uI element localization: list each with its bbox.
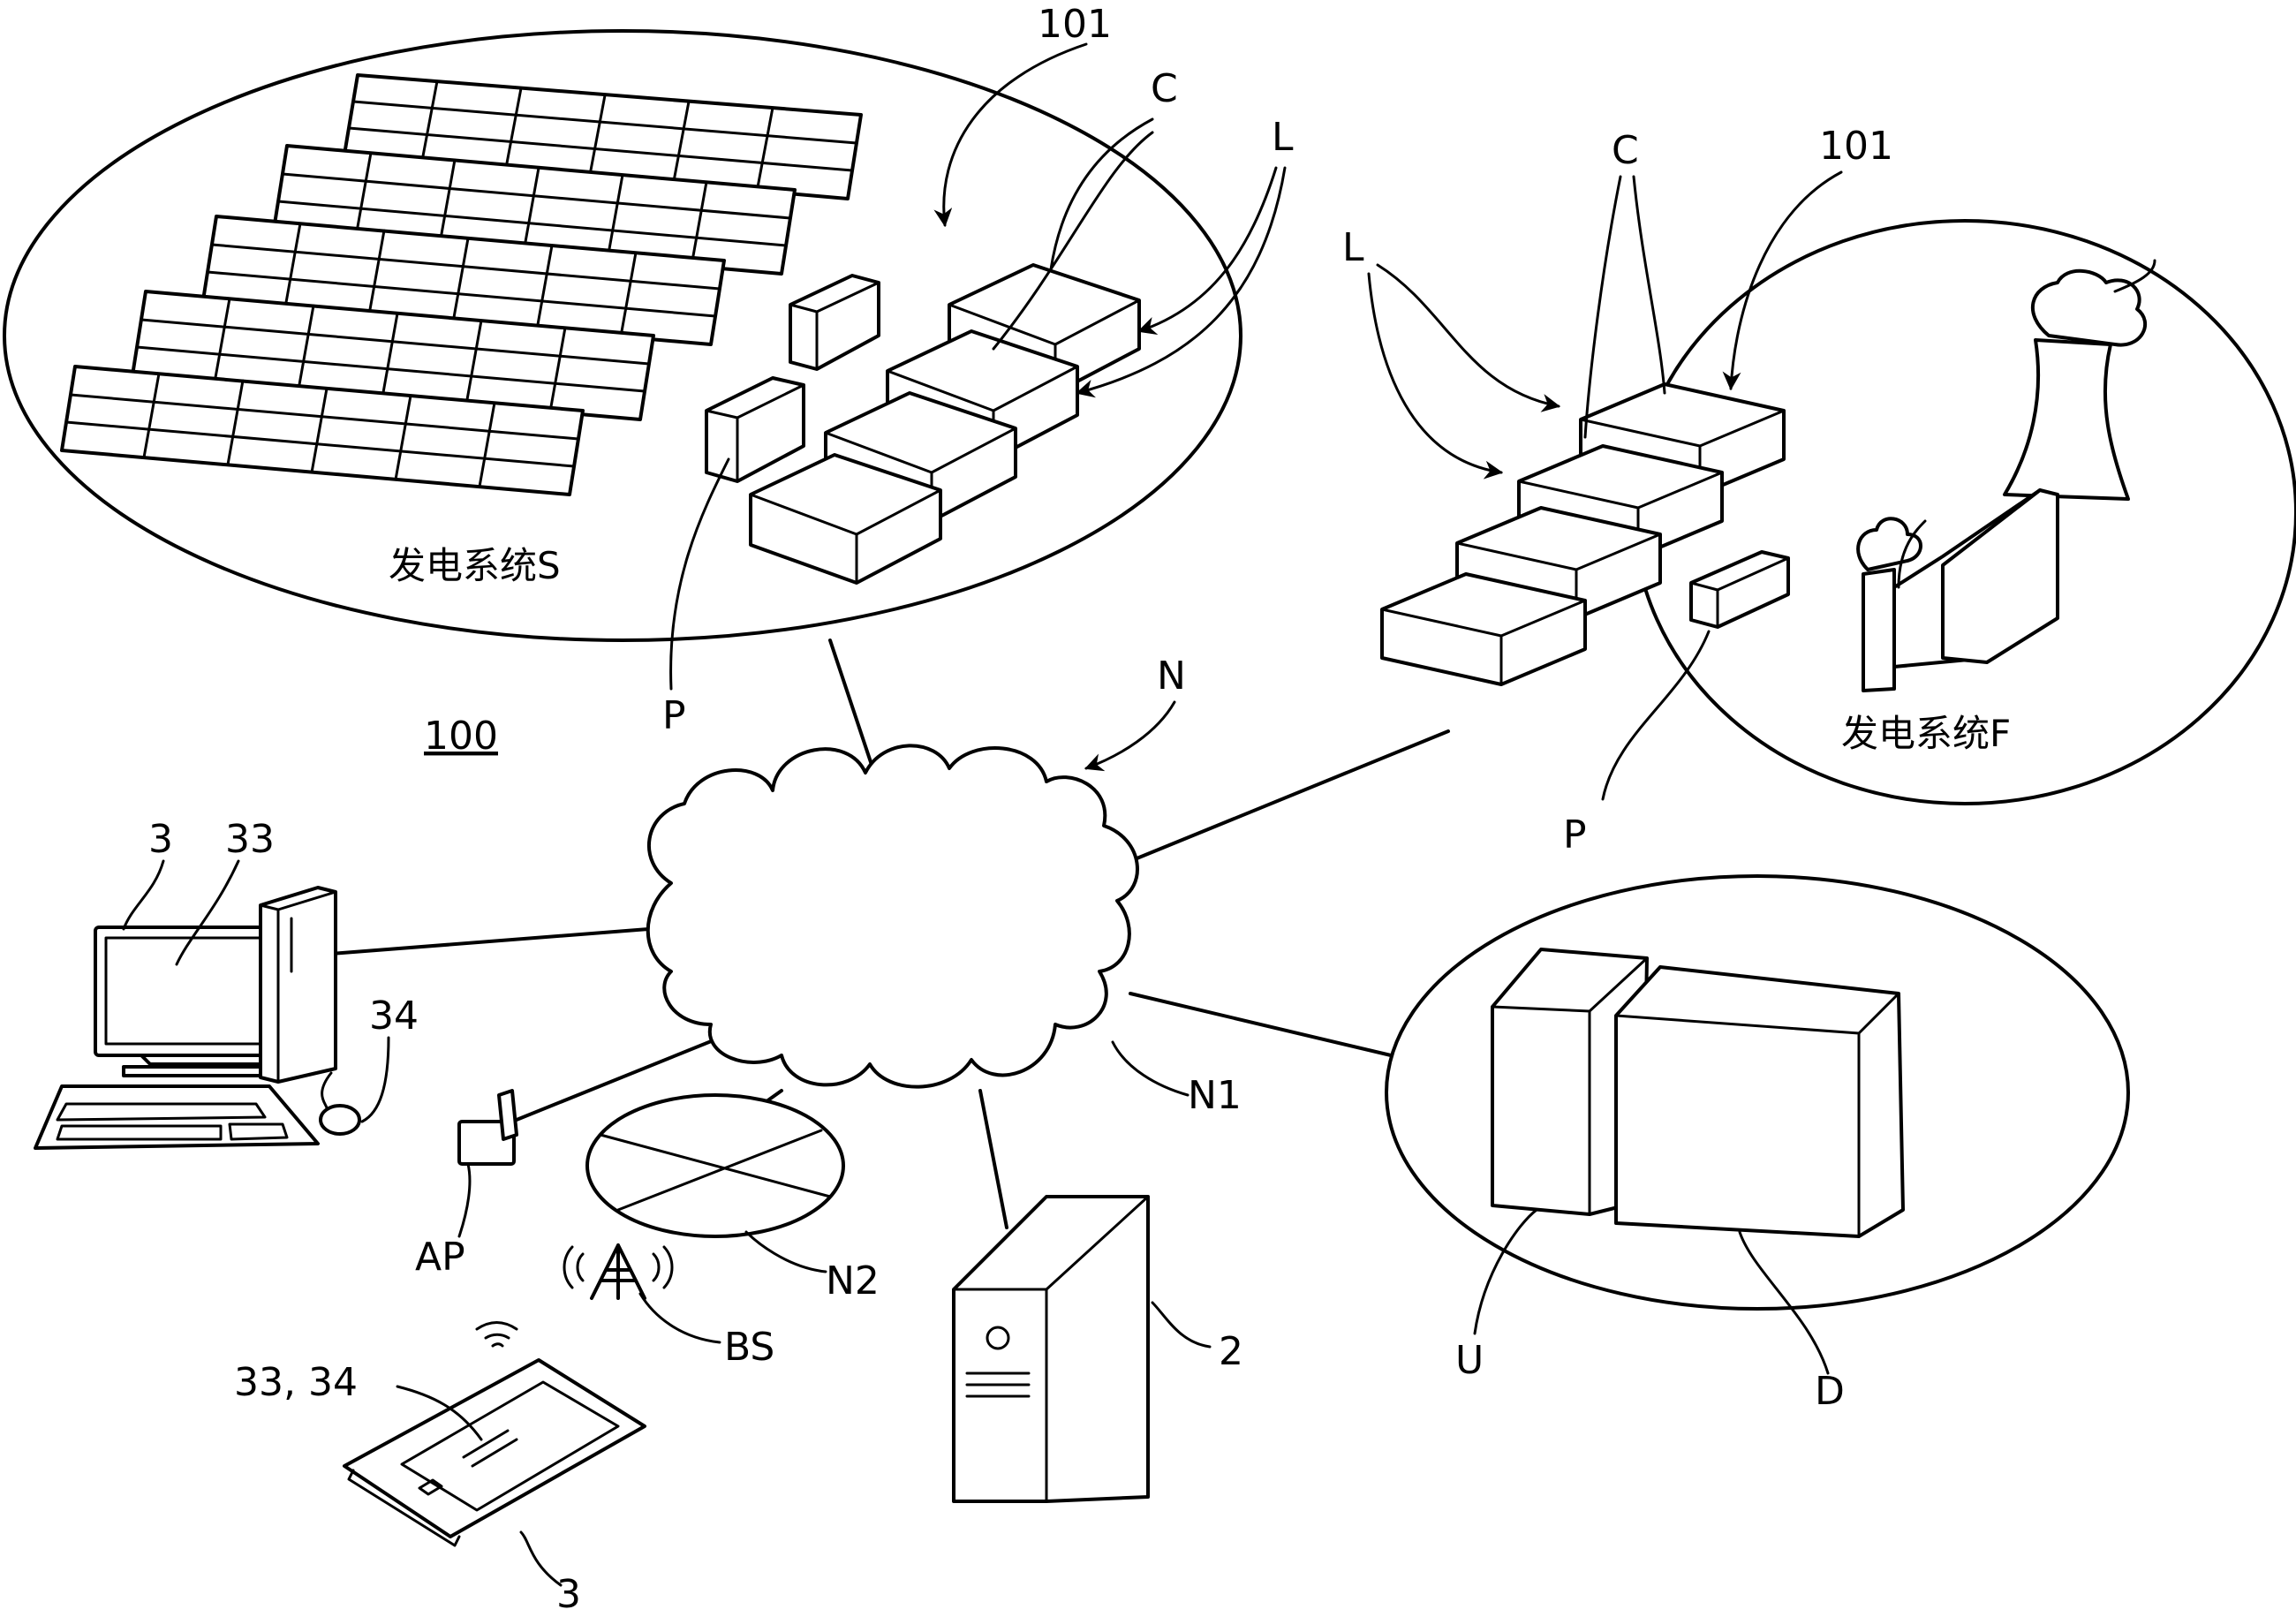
thermal-group-callout: 101 — [1819, 124, 1893, 169]
wifi-access-point-icon — [457, 1089, 518, 1166]
solar-system-label: 发电系统S — [389, 544, 561, 587]
display-label: 33 — [225, 817, 275, 862]
desktop-computer-icon — [34, 886, 337, 1150]
database-label: D — [1815, 1369, 1845, 1414]
chimney-icon — [1856, 488, 2059, 692]
tablet-terminal-label: 3 — [556, 1572, 581, 1617]
solar-load-callout: L — [1272, 115, 1294, 160]
unit-label: U — [1455, 1338, 1484, 1383]
cloud-icon — [646, 744, 1139, 1089]
input-device-label: 34 — [369, 994, 419, 1039]
solar-group-callout: 101 — [1038, 2, 1112, 47]
base-station-label: BS — [724, 1325, 774, 1370]
network-n2-icon — [585, 1093, 845, 1238]
network-n1-label: N1 — [1188, 1073, 1242, 1118]
thermal-load-callout: L — [1342, 225, 1364, 270]
tablet-icon — [343, 1321, 646, 1547]
tablet-display-input-label: 33, 34 — [234, 1360, 358, 1405]
solar-pcs-callout: P — [662, 693, 686, 738]
thermal-container-callout: C — [1612, 128, 1639, 173]
storage-cabinet-icon — [1614, 965, 1905, 1238]
battery-container-icon — [705, 263, 1141, 585]
cooling-tower-icon — [2003, 259, 2156, 501]
battery-container-icon — [1380, 382, 1790, 686]
network-links — [329, 638, 1450, 1229]
access-point-label: AP — [415, 1235, 465, 1280]
figure-label: 100 — [424, 714, 498, 759]
solar-panel-icon — [60, 73, 863, 496]
thermal-pcs-callout: P — [1563, 812, 1587, 858]
mouse-icon — [319, 1071, 361, 1136]
thermal-system-label: 发电系统F — [1841, 712, 2011, 755]
solar-system-group: 发电系统S 101 C L P — [3, 2, 1294, 738]
desktop-terminal-label: 3 — [148, 817, 173, 862]
server-label: 2 — [1219, 1329, 1243, 1374]
network-n2-label: N2 — [826, 1258, 880, 1303]
network-label: N — [1157, 654, 1186, 699]
unit-database-boundary — [1385, 874, 2130, 1311]
solar-container-callout: C — [1151, 66, 1178, 111]
server-tower-icon — [952, 1195, 1150, 1503]
thermal-system-group: 发电系统F 101 C L P — [1342, 124, 2296, 858]
unit-database-group: U D — [1385, 874, 2130, 1414]
antenna-tower-icon — [563, 1243, 674, 1300]
solar-system-boundary — [3, 29, 1242, 642]
